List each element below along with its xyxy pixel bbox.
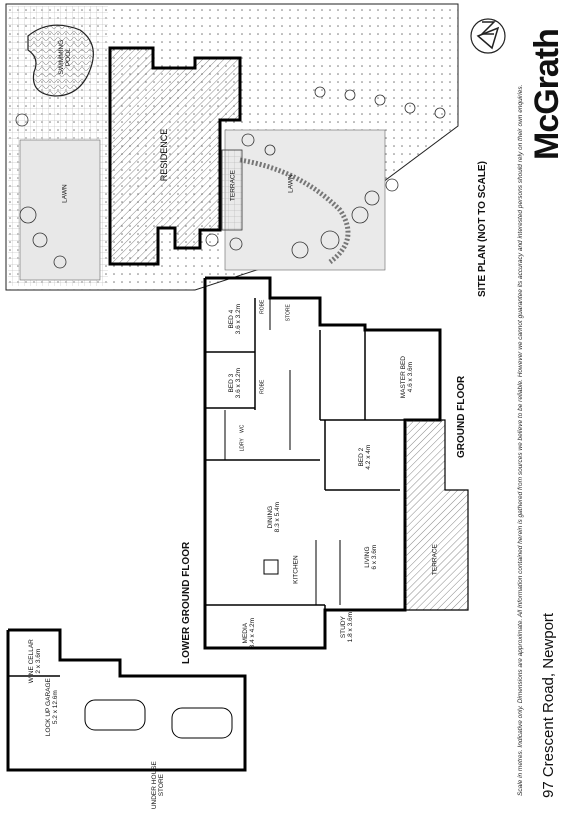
room-master-bed: MASTER BED 4.6 x 3.6m [400, 352, 414, 402]
site-plan [5, 3, 459, 291]
robe-label: ROBE [259, 299, 266, 314]
lawn-left-label: LAWN [61, 184, 69, 203]
site-terrace-label: TERRACE [229, 170, 237, 202]
room-dim: 3.6 x 3.2m [235, 303, 242, 335]
room-name: LIVING [363, 546, 371, 568]
room-dim: 3.4 x 4.2m [249, 617, 256, 649]
lawn-right-label: LAWN [287, 174, 295, 193]
room-name: MASTER BED [399, 356, 407, 399]
room-living: LIVING 6 x 3.6m [364, 532, 378, 582]
main-floorplan [203, 276, 442, 650]
residence-label: RESIDENCE [159, 128, 170, 182]
room-name: MEDIA [241, 622, 249, 644]
room-name: DINING [266, 505, 274, 529]
room-name: BED 2 [357, 447, 365, 467]
room-name: BED 4 [227, 309, 235, 329]
room-name: STUDY [339, 616, 347, 639]
store-label: STORE [285, 304, 292, 322]
room-bed4: BED 4 3.6 x 3.2m [228, 294, 242, 344]
terrace-ground-floor [404, 419, 469, 611]
room-dim: 6 x 3.6m [371, 544, 378, 570]
pool-label: SWIMMING POOL [57, 39, 72, 75]
room-dining: DINING 8.3 x 5.4m [267, 487, 281, 547]
swimming-pool [27, 24, 94, 97]
room-media: MEDIA 3.4 x 4.2m [242, 608, 256, 658]
disclaimer-text: Scale in metres. Indicative only. Dimens… [517, 84, 524, 796]
robe-label: ROBE [259, 379, 266, 394]
wc-label: WC [239, 424, 246, 433]
room-kitchen: KITCHEN [292, 555, 300, 584]
room-dim: 5.2 x 12.6m [52, 690, 59, 725]
garage-block [6, 628, 247, 772]
terrace-area [221, 149, 243, 231]
room-dim: 2 x 3.6m [35, 648, 42, 674]
room-name: BED 3 [227, 373, 235, 393]
north-arrow-icon [470, 18, 506, 54]
brand-logo: McGrath [528, 29, 564, 160]
trees [15, 86, 446, 269]
room-bed3: BED 3 3.6 x 3.2m [228, 358, 242, 408]
car-icon [171, 707, 233, 739]
room-bed2: BED 2 4.2 x 4m [358, 432, 372, 482]
room-dim: 4.6 x 3.6m [407, 361, 414, 393]
car-icon [84, 699, 146, 731]
room-study: STUDY 1.8 x 3.6m [340, 602, 354, 652]
room-name: LOCK UP GARAGE [44, 678, 52, 737]
lawn-right-area [224, 129, 386, 271]
room-terrace: TERRACE [431, 544, 439, 576]
ground-floor-label: GROUND FLOOR [456, 375, 467, 458]
garden-path [239, 157, 351, 265]
lawn-left-area [19, 139, 101, 281]
room-dim: 1.8 x 3.6m [347, 611, 354, 643]
room-dim: 4.2 x 4m [365, 444, 372, 470]
room-garage: LOCK UP GARAGE 5.2 x 12.6m [45, 677, 59, 737]
room-name: WINE CELLAR [27, 639, 35, 684]
lower-ground-floor-label: LOWER GROUND FLOOR [181, 541, 192, 664]
site-plan-title: SITE PLAN (NOT TO SCALE) [477, 161, 488, 297]
residence-footprint [108, 46, 242, 266]
room-under-house-store: UNDER HOUSE STORE [150, 761, 165, 810]
room-wine-cellar: WINE CELLAR 2 x 3.6m [28, 636, 42, 686]
room-dim: 8.3 x 5.4m [274, 501, 281, 533]
room-dim: 3.6 x 3.2m [235, 367, 242, 399]
property-address: 97 Crescent Road, Newport [540, 612, 557, 798]
